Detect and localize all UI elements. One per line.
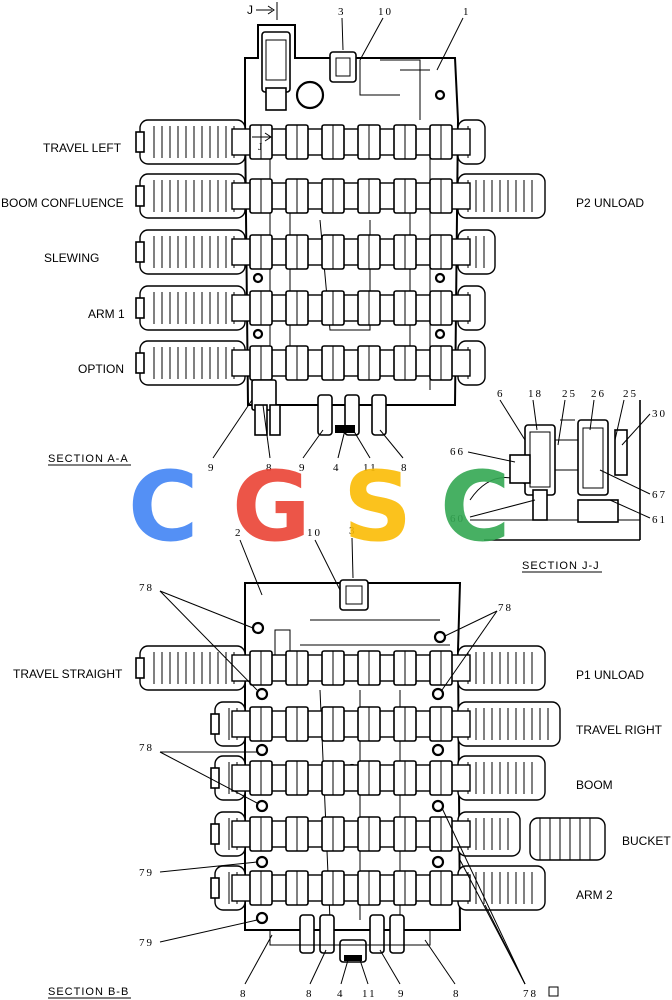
callout-aa-9a: 9	[208, 462, 216, 474]
callout-aa-4: 4	[333, 462, 341, 474]
callout-bb-78d: 78	[523, 988, 538, 1000]
spool-row-bb-1	[135, 645, 546, 691]
callout-bb-8b: 8	[306, 988, 314, 1000]
label-arm-2: ARM 2	[576, 888, 613, 902]
caption-section-jj: SECTION J-J	[522, 560, 600, 572]
label-option: OPTION	[78, 362, 124, 376]
label-p1-unload: P1 UNLOAD	[576, 668, 644, 682]
callout-jj-26: 26	[591, 388, 606, 400]
callout-jj-25b: 25	[623, 388, 638, 400]
watermark-letter-s: S	[343, 451, 412, 563]
callout-aa-8b: 8	[401, 462, 409, 474]
callout-bb-3: 3	[349, 525, 357, 537]
callout-jj-67: 67	[652, 489, 667, 501]
callout-aa-9b: 9	[299, 462, 307, 474]
caption-section-aa: SECTION A-A	[48, 453, 129, 465]
callout-bb-79a: 79	[139, 867, 154, 879]
spool-row-bb-2	[210, 701, 561, 747]
callout-aa-3: 3	[338, 6, 346, 18]
label-boom: BOOM	[576, 778, 613, 792]
spool-row-aa-5	[135, 340, 486, 386]
callout-jj-61: 61	[652, 514, 667, 526]
caption-section-bb: SECTION B-B	[48, 986, 129, 998]
spool-row-aa-4	[135, 285, 486, 331]
watermark-letter-c1: C	[128, 451, 198, 563]
callout-bb-8c: 8	[453, 988, 461, 1000]
callout-jj-18: 18	[528, 388, 543, 400]
label-slewing: SLEWING	[44, 251, 99, 265]
callout-jj-60: 60	[450, 513, 465, 525]
spool-row-aa-3	[135, 229, 496, 275]
callout-bb-78c: 78	[139, 742, 154, 754]
callout-bb-79b: 79	[139, 937, 154, 949]
spool-row-bb-3	[210, 755, 546, 801]
spool-row-bb-4	[210, 811, 521, 857]
callout-bb-2: 2	[235, 527, 243, 539]
label-boom-confluence: BOOM CONFLUENCE	[1, 196, 124, 210]
callout-aa-1: 1	[463, 6, 471, 18]
callout-bb-78b: 78	[498, 602, 513, 614]
label-travel-right: TRAVEL RIGHT	[576, 723, 663, 737]
callout-jj-30: 30	[652, 408, 667, 420]
label-p2-unload: P2 UNLOAD	[576, 196, 644, 210]
callout-jj-6: 6	[497, 388, 505, 400]
callout-bb-78a: 78	[139, 582, 154, 594]
callout-jj-66: 66	[450, 446, 465, 458]
section-mark-j-top: J	[247, 3, 253, 17]
callout-aa-8a: 8	[266, 462, 274, 474]
spool-row-aa-1	[135, 119, 486, 165]
callout-bb-4: 4	[337, 988, 345, 1000]
spool-row-aa-2	[135, 173, 546, 219]
spool-row-bb-5	[210, 865, 546, 911]
callout-bb-10: 10	[307, 527, 322, 539]
section-mark-j-mid: J	[258, 141, 264, 153]
section-jj	[469, 400, 641, 541]
watermark-letter-c2: C	[440, 451, 510, 563]
watermark: C G S C	[128, 451, 510, 563]
label-bucket: BUCKET	[622, 834, 671, 848]
label-travel-left: TRAVEL LEFT	[43, 141, 122, 155]
callout-aa-10: 10	[378, 6, 393, 18]
section-bb	[135, 579, 606, 963]
watermark-letter-g: G	[232, 451, 311, 563]
callout-bb-8a: 8	[240, 988, 248, 1000]
callout-jj-25a: 25	[562, 388, 577, 400]
callout-bb-11: 11	[362, 988, 377, 1000]
callout-aa-11: 11	[363, 462, 378, 474]
label-travel-straight: TRAVEL STRAIGHT	[13, 667, 123, 681]
label-arm-1: ARM 1	[88, 307, 125, 321]
callout-bb-9: 9	[398, 988, 406, 1000]
section-aa	[135, 24, 546, 436]
